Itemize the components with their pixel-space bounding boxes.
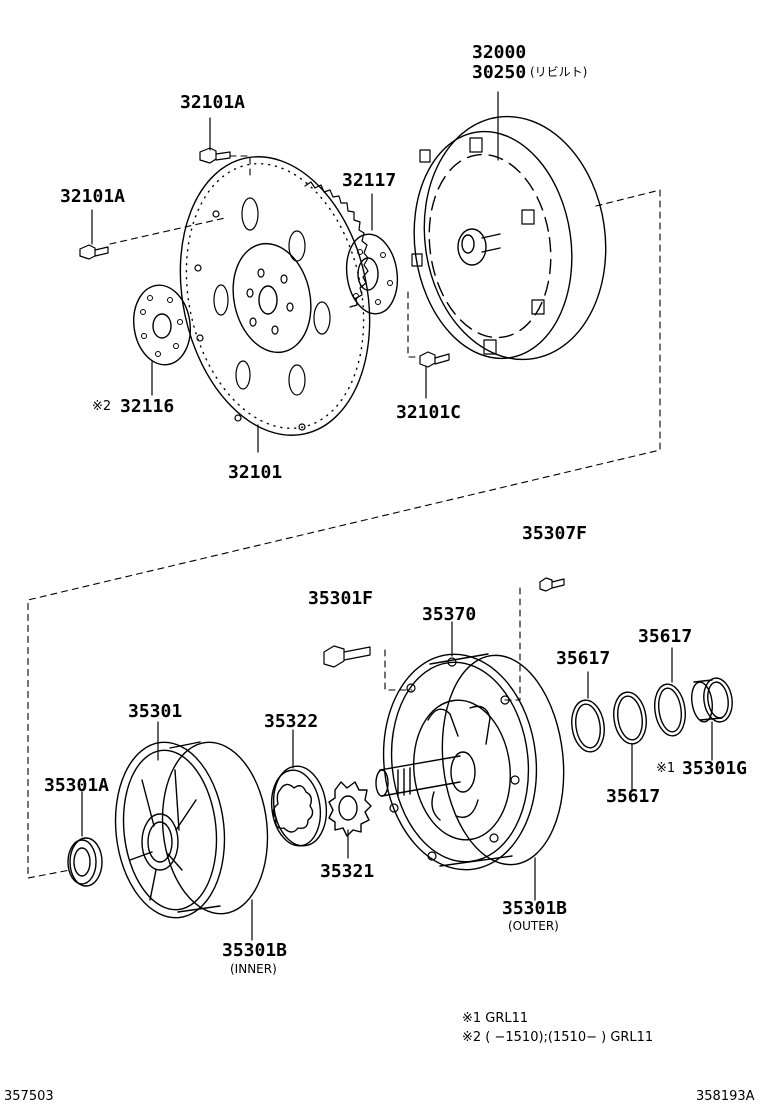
part-number-35617-middle: 35617 (556, 648, 611, 669)
part-number-35301A: 35301A (44, 775, 110, 796)
stator-support-35301 (114, 741, 269, 919)
leader-lines-bottom (81, 621, 713, 941)
part-number-35301G: 35301G (682, 758, 748, 779)
part-number-35370: 35370 (422, 604, 477, 625)
footnote-mark-1: ※1 (656, 761, 676, 776)
pump-body-35370 (375, 653, 565, 871)
footnote-2: ※2 ( −1510);(1510− ) GRL11 (462, 1030, 654, 1045)
bolt-icon (323, 577, 565, 668)
part-number-32101A-left: 32101A (60, 186, 126, 207)
part-number-35617-right: 35617 (638, 626, 693, 647)
part-number-32116: 32116 (120, 396, 175, 417)
part-number-35301: 35301 (128, 701, 183, 722)
part-number-35321: 35321 (320, 861, 375, 882)
footnote-1: ※1 GRL11 (462, 1011, 529, 1026)
part-number-35307F: 35307F (522, 523, 588, 544)
part-number-35322: 35322 (264, 711, 319, 732)
seal-ring-35617 (571, 683, 686, 753)
diagram-code-right: 358193A (696, 1089, 755, 1104)
assembly-guide-lines (27, 155, 661, 879)
part-number-32117: 32117 (342, 170, 397, 191)
gear-icon (328, 781, 372, 837)
gear-icon (270, 765, 328, 847)
oil-seal-35301A (67, 837, 103, 887)
footnote-mark-2: ※2 (92, 399, 112, 414)
part-number-32000: 32000 (472, 42, 527, 63)
shim-32116 (133, 284, 191, 366)
outer-note: (OUTER) (508, 919, 559, 933)
flex-plate-32101 (179, 156, 371, 436)
spacer-32117 (345, 233, 399, 315)
part-number-30250: 30250 (472, 62, 527, 83)
part-number-32101: 32101 (228, 462, 283, 483)
part-number-35617-bottom: 35617 (606, 786, 661, 807)
part-number-35301F: 35301F (308, 588, 374, 609)
part-number-32101A-top: 32101A (180, 92, 246, 113)
ring-gear-teeth (304, 181, 369, 308)
torque-converter-32000 (411, 115, 607, 361)
part-number-32101C: 32101C (396, 402, 462, 423)
part-number-35301B-outer: 35301B (502, 898, 568, 919)
part-number-35301B-inner: 35301B (222, 940, 288, 961)
leader-lines-top (91, 91, 499, 453)
rebuilt-note: (リビルト) (530, 65, 588, 79)
inner-note: (INNER) (230, 962, 277, 976)
bushing-35301G (691, 677, 733, 723)
diagram-code-left: 357503 (4, 1089, 54, 1104)
